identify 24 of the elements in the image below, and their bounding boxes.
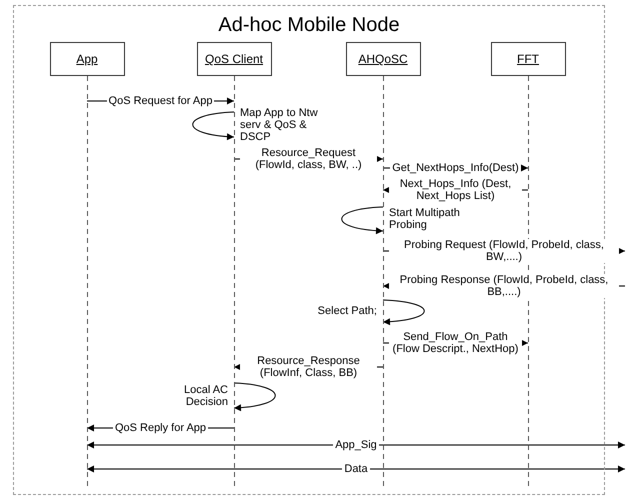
- message-arrow: [86, 466, 626, 472]
- edge-label: Get_NextHops_Info(Dest): [390, 162, 521, 174]
- edge-label: QoS Reply for App: [112, 422, 208, 434]
- edge-label: Select Path;: [316, 305, 378, 317]
- edge-label: App_Sig: [333, 439, 379, 451]
- edge-label: Next_Hops_Info (Dest, Next_Hops List): [389, 178, 522, 202]
- message-arrow: [86, 442, 626, 448]
- edge-label: Data: [342, 463, 370, 475]
- self-message-arrow: [341, 206, 384, 234]
- edge-label: Local AC Decision: [182, 384, 229, 408]
- edge-label: QoS Request for App: [106, 95, 214, 107]
- edge-label: Send_Flow_On_Path (Flow Descript., NextHop): [389, 331, 522, 355]
- edge-label: Map App to Ntw serv & QoS & DSCP: [239, 106, 319, 142]
- edge-label: Resource_Response (FlowInf, Class, BB): [240, 355, 377, 379]
- participant-box: FFT: [490, 42, 566, 76]
- frame-title: Ad-hoc Mobile Node: [218, 14, 400, 37]
- participant-box: QoS Client: [196, 42, 272, 76]
- self-message-arrow: [192, 112, 234, 140]
- self-message-arrow: [234, 382, 276, 411]
- participant-box: App: [50, 42, 124, 76]
- edge-label: Resource_Request (FlowId, class, BW, ..): [240, 147, 377, 171]
- participant-box: AHQoSC: [346, 42, 420, 76]
- self-message-arrow: [382, 300, 425, 326]
- edge-label: Start Multipath Probing: [388, 207, 461, 231]
